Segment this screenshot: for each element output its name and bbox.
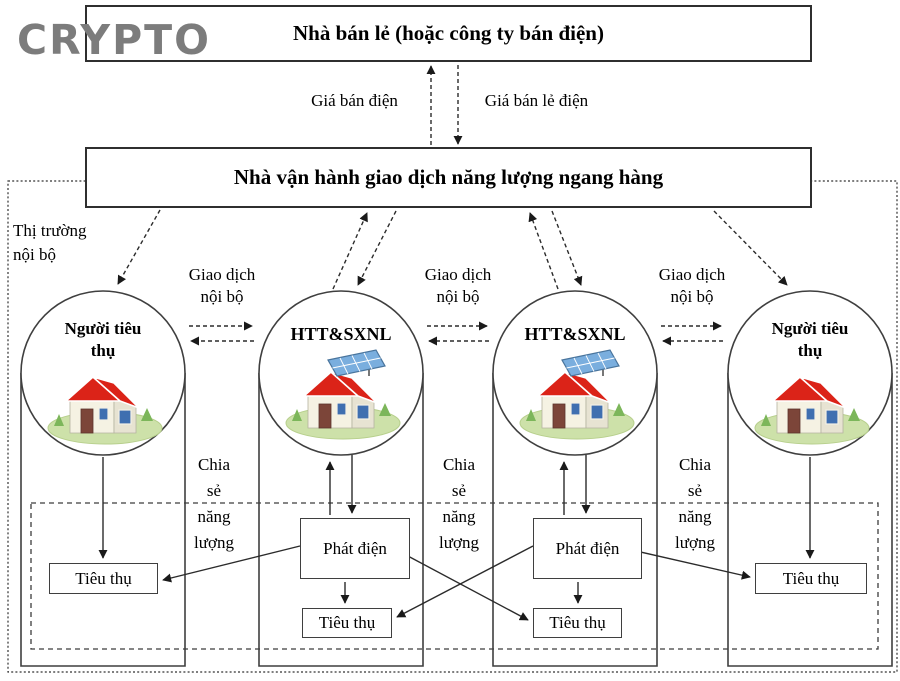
consumption-box-1: Tiêu thụ <box>49 563 158 594</box>
inter-circle-trade-arrows <box>189 321 723 346</box>
participant-name-prosumer-3: HTT&SXNL <box>524 324 626 344</box>
arrow-prosumer-2-to-operator <box>332 212 368 290</box>
retailer-box-label: Nhà bán lẻ (hoặc công ty bán điện) <box>293 21 604 45</box>
consumption-box-2: Tiêu thụ <box>302 608 392 638</box>
participant-name-consumer-4: Người tiêu thụ <box>771 319 849 361</box>
arrow-generation-3-to-consumption-2 <box>396 545 534 618</box>
arrow-generation-2-to-consumption-3 <box>390 546 529 621</box>
price-retail-label: Giá bán lẻ điện <box>484 91 589 110</box>
energy-flow-arrows <box>98 455 815 621</box>
generation-box-2: Phát điện <box>300 518 410 579</box>
arrow-operator-to-prosumer-3 <box>551 210 583 286</box>
arrow-operator-to-consumer-1 <box>117 209 161 285</box>
price-arrows <box>426 65 463 145</box>
share-label-3: Chia sẻ năng lượng <box>675 455 715 552</box>
operator-box: Nhà vận hành giao dịch năng lượng ngang … <box>85 147 812 208</box>
share-label-1: Chia sẻ năng lượng <box>194 455 234 552</box>
consumption-box-4: Tiêu thụ <box>755 563 867 594</box>
price-sell-label: Giá bán điện <box>311 91 398 110</box>
participant-circle-1 <box>20 290 186 456</box>
participant-name-consumer-1: Người tiêu thụ <box>64 319 142 361</box>
operator-participant-arrows <box>117 209 788 290</box>
trade-label-3: Giao dịch nội bộ <box>658 265 726 307</box>
retailer-box: Nhà bán lẻ (hoặc công ty bán điện) <box>85 5 812 62</box>
trade-label-2: Giao dịch nội bộ <box>424 265 492 307</box>
participant-column-4 <box>727 373 893 667</box>
energy-sharing-boundary <box>30 502 879 650</box>
consumption-box-3: Tiêu thụ <box>533 608 622 638</box>
participant-column-1 <box>20 373 186 667</box>
participant-circle-4 <box>727 290 893 456</box>
internal-market-boundary <box>7 180 898 673</box>
arrow-operator-to-prosumer-2 <box>357 210 397 286</box>
crypto-logo: CRYPTO <box>17 16 211 64</box>
participant-column-3 <box>492 373 658 667</box>
share-label-2: Chia sẻ năng lượng <box>439 455 479 552</box>
participant-column-2 <box>258 373 424 667</box>
arrow-prosumer-3-to-operator <box>528 212 559 290</box>
arrow-generation-2-to-consumption-1 <box>162 545 301 583</box>
operator-box-label: Nhà vận hành giao dịch năng lượng ngang … <box>233 165 664 189</box>
arrow-generation-3-to-consumption-4 <box>622 547 751 580</box>
trade-label-1: Giao dịch nội bộ <box>188 265 256 307</box>
internal-market-label: Thị trường nội bộ <box>13 221 87 264</box>
arrow-operator-to-consumer-4 <box>713 210 788 286</box>
generation-box-3: Phát điện <box>533 518 642 579</box>
participant-name-prosumer-2: HTT&SXNL <box>290 324 392 344</box>
